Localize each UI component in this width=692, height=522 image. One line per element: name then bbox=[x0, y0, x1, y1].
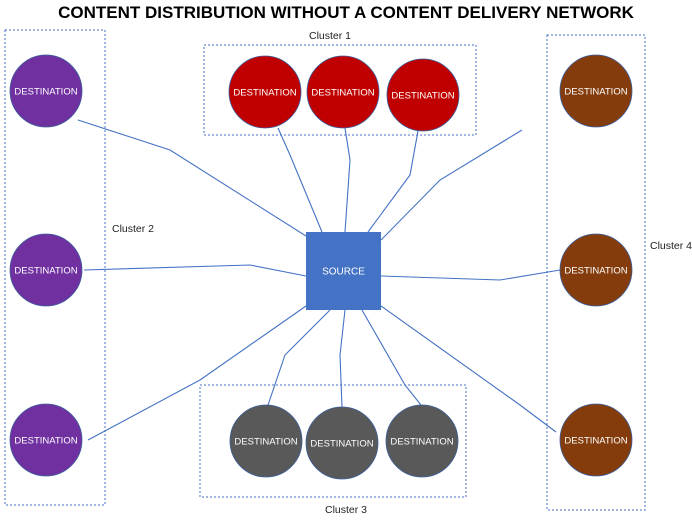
cluster-label-c4: Cluster 4 bbox=[650, 240, 692, 252]
cluster-label-c3: Cluster 3 bbox=[325, 504, 367, 516]
destination-label: DESTINATION bbox=[311, 88, 374, 99]
connection-line bbox=[267, 309, 331, 406]
destination-node-c3 bbox=[305, 406, 379, 480]
destination-label: DESTINATION bbox=[14, 436, 77, 447]
connection-line bbox=[77, 119, 307, 237]
destination-label: DESTINATION bbox=[564, 436, 627, 447]
connection-line bbox=[380, 269, 561, 281]
destination-label: DESTINATION bbox=[390, 437, 453, 448]
destination-node-c4 bbox=[559, 233, 633, 307]
cluster-frame-c2 bbox=[4, 29, 106, 506]
destination-label: DESTINATION bbox=[310, 439, 373, 450]
destination-label: DESTINATION bbox=[14, 266, 77, 277]
cluster-label-c2: Cluster 2 bbox=[112, 223, 154, 235]
destination-node-c4 bbox=[559, 54, 633, 128]
destination-label: DESTINATION bbox=[14, 87, 77, 98]
connection-line bbox=[83, 264, 307, 277]
connection-line bbox=[380, 129, 523, 241]
cluster-label-c1: Cluster 1 bbox=[309, 30, 351, 42]
connection-line bbox=[277, 127, 323, 233]
destination-label: DESTINATION bbox=[564, 266, 627, 277]
destination-node-c2 bbox=[9, 54, 83, 128]
destination-label: DESTINATION bbox=[234, 437, 297, 448]
source-label: SOURCE bbox=[322, 267, 365, 278]
destination-label: DESTINATION bbox=[233, 88, 296, 99]
connection-line bbox=[339, 309, 346, 408]
destination-node-c1 bbox=[228, 55, 302, 129]
destination-label: DESTINATION bbox=[391, 91, 454, 102]
cluster-frame-c3 bbox=[199, 384, 467, 498]
connection-line bbox=[87, 305, 307, 441]
connection-line bbox=[344, 127, 351, 233]
destination-label: DESTINATION bbox=[564, 87, 627, 98]
destination-node-c2 bbox=[9, 403, 83, 477]
source-node bbox=[306, 232, 381, 310]
destination-node-c1 bbox=[306, 55, 380, 129]
cluster-frame-c1 bbox=[203, 44, 477, 136]
destination-node-c3 bbox=[385, 404, 459, 478]
diagram-title: CONTENT DISTRIBUTION WITHOUT A CONTENT D… bbox=[58, 3, 634, 22]
destination-node-c4 bbox=[559, 403, 633, 477]
connection-line bbox=[380, 305, 557, 433]
destination-node-c2 bbox=[9, 233, 83, 307]
connection-line bbox=[361, 309, 422, 406]
destination-node-c3 bbox=[229, 404, 303, 478]
connection-line bbox=[367, 130, 419, 233]
destination-node-c1 bbox=[386, 58, 460, 132]
